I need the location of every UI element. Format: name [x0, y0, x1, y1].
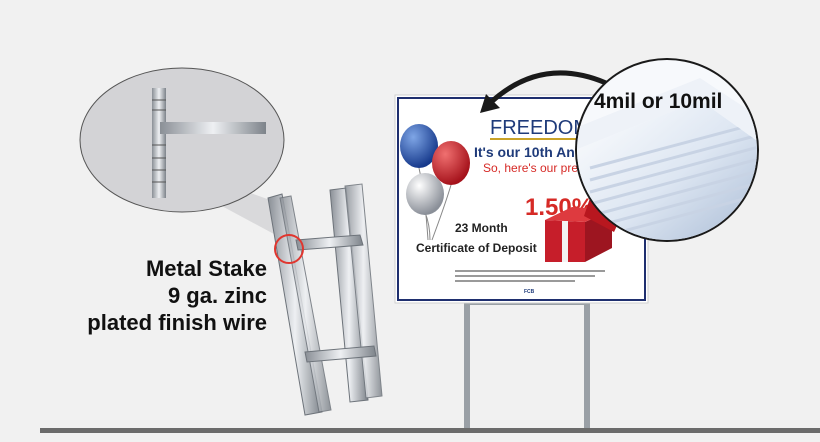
stake-description: Metal Stake 9 ga. zinc plated finish wir… — [87, 255, 267, 336]
stake-label-line-1: Metal Stake — [145, 256, 267, 281]
wire-closeup — [152, 88, 266, 198]
sign-logo: FCB — [524, 289, 535, 295]
ground-line — [40, 428, 820, 433]
sign-headline: It's our 10th An — [474, 144, 575, 160]
material-zoom-circle — [575, 58, 759, 242]
balloons-graphic — [400, 124, 470, 241]
callout-arrowhead — [480, 94, 500, 113]
sign-subhead: So, here's our pres — [483, 161, 584, 175]
sign-product: Certificate of Deposit — [416, 241, 537, 255]
stake-zoom-ellipse — [79, 67, 285, 213]
sign-frame — [464, 300, 590, 428]
stake-label-line-2: 9 ga. zinc — [167, 283, 267, 308]
sign-brand: FREEDOM — [490, 117, 590, 139]
material-thickness-label: 4mil or 10mil — [594, 90, 723, 113]
callout-arrow — [486, 70, 607, 107]
stake-detail-callout-circle — [274, 234, 304, 264]
sign-term: 23 Month — [455, 221, 508, 235]
h-stake-front — [267, 183, 383, 416]
stake-label-line-3: plated finish wire — [87, 310, 267, 335]
